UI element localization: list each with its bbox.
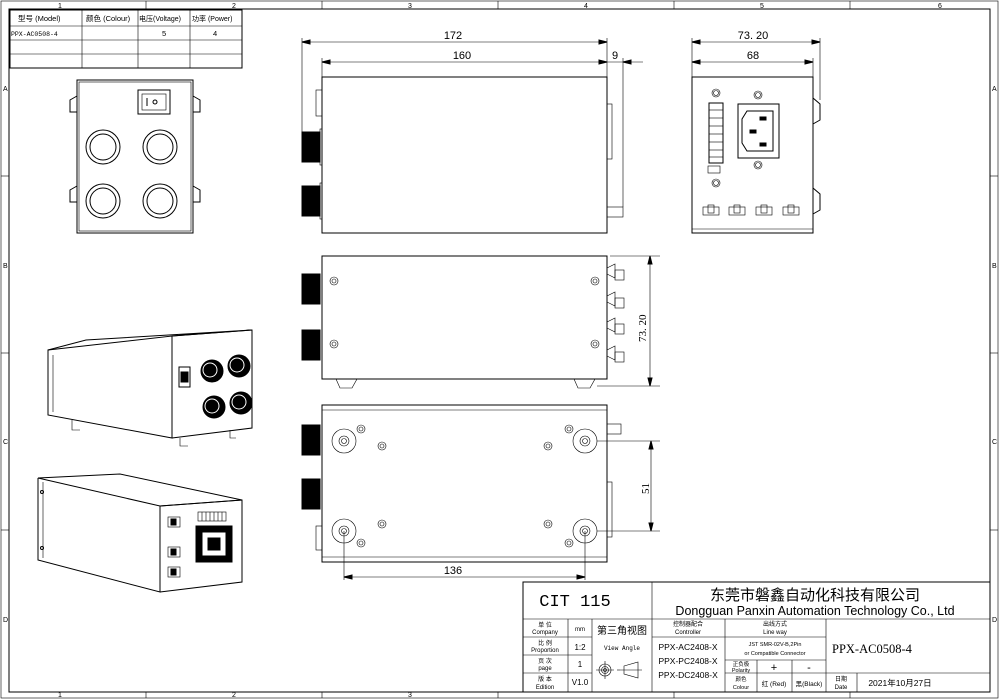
polarity-negative: - [807,662,811,674]
edition-value: V1.0 [572,678,589,687]
dim-mount-spacing-y: 51 [640,483,652,494]
scale-value: 1:2 [574,643,586,652]
date-value: 2021年10月27日 [868,678,931,688]
top-view: 73. 20 [301,255,660,389]
row-label-d-right: D [992,617,997,624]
company-name-cn: 东莞市磐鑫自动化科技有限公司 [710,586,920,604]
controller-pc: PPX-PC2408-X [658,656,717,666]
unit-label-en: Company [532,630,558,636]
row-label-b-right: B [992,263,997,270]
rear-view: 73. 20 68 [691,30,821,234]
bottom-view: 51 136 [301,404,660,580]
colour-label-cn: 颜色 [735,675,747,683]
unit-value: mm [575,627,585,633]
colour-label-en: Colour [733,685,749,691]
row-label-b: B [3,263,8,270]
controller-ac: PPX-AC2408-X [658,642,717,652]
spec-cell-voltage: 5 [162,29,166,38]
lineway-value-2: or Compatible Connector [744,651,805,657]
dim-mount-spacing-x: 136 [444,565,462,577]
column-label-2: 2 [232,3,236,10]
spec-header-voltage: 电压(Voltage) [139,14,181,23]
knob-icon [200,354,253,419]
iec-power-socket [737,103,780,159]
view-angle-en: View Angle [604,645,640,652]
drawing-code: CIT 115 [539,593,610,612]
column-label-6: 6 [938,3,942,10]
column-label-3: 3 [408,3,412,10]
dim-connector-protrusion: 9 [612,50,618,62]
mounting-foot-icon [331,428,598,544]
colour-negative: 黑(Black) [796,680,823,688]
controller-dc: PPX-DC2408-X [658,670,718,680]
company-name-en: Dongguan Panxin Automation Technology Co… [675,604,954,618]
dim-body-width: 68 [747,50,759,62]
isometric-rear-view [37,473,243,593]
column-label-5: 5 [760,3,764,10]
page-value: 1 [578,660,583,669]
knob-icon [85,129,178,219]
date-label-cn: 日期 [835,675,847,683]
column-label-2-bottom: 2 [232,692,236,699]
screw-icon [356,424,574,548]
row-label-d: D [3,617,8,624]
front-view [69,79,201,234]
title-block: CIT 115 东莞市磐鑫自动化科技有限公司 Dongguan Panxin A… [522,581,991,693]
spec-cell-model: PPX-AC0508-4 [11,31,58,38]
controller-label-cn: 控制器配合 [673,620,703,628]
row-label-a: A [3,86,8,93]
edition-label-en: Edition [536,685,554,691]
date-label-en: Date [835,685,848,691]
colour-positive: 红 (Red) [762,679,787,688]
terminal-block [708,102,724,164]
polarity-label-cn: 正负极 [733,660,750,668]
column-label-1-bottom: 1 [58,692,62,699]
dim-overall-width: 73. 20 [738,30,769,42]
column-label-4: 4 [584,3,588,10]
dim-body-length: 160 [453,50,471,62]
lineway-label-en: Line way [763,630,787,636]
polarity-label-en: Polarity [732,668,751,674]
dim-overall-length: 172 [444,30,462,42]
row-label-c-right: C [992,439,997,446]
edition-label-cn: 版 本 [538,675,552,683]
spec-header-model: 型号 (Model) [18,14,61,23]
column-label-1: 1 [58,3,62,10]
power-switch [137,89,171,115]
third-angle-projection-icon [596,661,642,679]
scale-label-cn: 比 例 [538,639,552,647]
page-label-cn: 页 次 [538,657,552,665]
column-label-3-bottom: 3 [408,692,412,699]
model-number: PPX-AC0508-4 [832,642,913,656]
spec-header-power: 功率 (Power) [192,14,232,23]
lineway-value-1: JST SMR-02V-B,2Pin [749,642,802,648]
dim-height: 73. 20 [637,314,649,342]
page-label-en: page [538,666,552,672]
spec-cell-power: 4 [213,29,217,38]
row-label-c: C [3,439,8,446]
scale-label-en: Proportion [531,648,559,654]
unit-label-cn: 单 位 [538,621,552,629]
view-angle-cn: 第三角视图 [597,624,647,637]
lineway-label-cn: 出线方式 [763,620,787,628]
controller-label-en: Controller [675,630,701,636]
polarity-positive: + [771,662,777,674]
side-view: 172 160 9 [301,30,643,234]
spec-table: 型号 (Model) 颜色 (Colour) 电压(Voltage) 功率 (P… [9,9,243,69]
cable-connector-icon [606,263,625,363]
row-label-a-right: A [992,86,997,93]
isometric-front-view [47,329,253,447]
spec-header-colour: 颜色 (Colour) [86,13,131,23]
jst-connector-icon [702,204,800,216]
